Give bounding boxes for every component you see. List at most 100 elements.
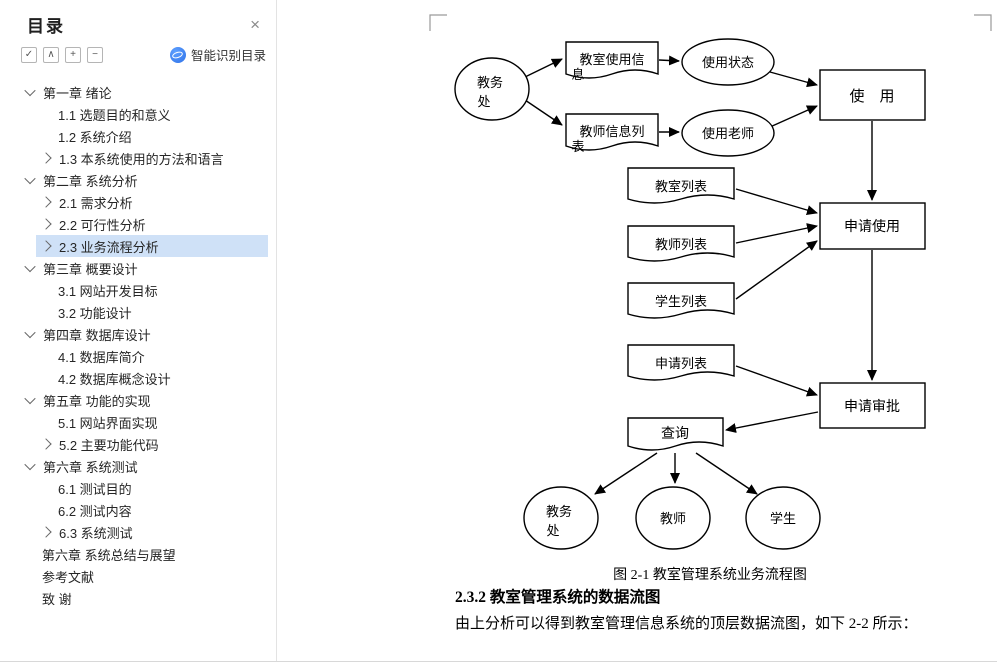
chevron-right-icon[interactable] — [40, 240, 52, 252]
node-label: 教师信息列 — [579, 124, 644, 139]
chevron-down-icon[interactable] — [24, 458, 36, 471]
toc-item-3-2[interactable]: 3.2 功能设计 — [0, 301, 276, 323]
node-doc-teacher-list — [627, 225, 735, 262]
chevron-placeholder — [42, 133, 49, 140]
page-corner-mark — [974, 14, 992, 31]
toc-item-2-3-selected[interactable]: 2.3 业务流程分析 — [0, 235, 276, 257]
toc-item-label: 第四章 数据库设计 — [43, 327, 151, 343]
figure-caption: 图 2-1 教室管理系统业务流程图 — [613, 568, 807, 583]
flow-arrow — [725, 411, 819, 433]
toc-item-6-2[interactable]: 6.2 测试内容 — [0, 499, 276, 521]
flow-arrow — [524, 58, 563, 78]
toc-item-5-1[interactable]: 5.1 网站界面实现 — [0, 411, 276, 433]
chevron-placeholder — [26, 595, 33, 602]
toc-item-label: 1.2 系统介绍 — [58, 129, 132, 145]
toc-item-chapter4[interactable]: 第四章 数据库设计 — [0, 323, 276, 345]
toc-item-label: 第六章 系统测试 — [43, 459, 138, 475]
chevron-placeholder — [42, 353, 49, 360]
toc-item-4-1[interactable]: 4.1 数据库简介 — [0, 345, 276, 367]
toc-item-1-1[interactable]: 1.1 选题目的和意义 — [0, 103, 276, 125]
toc-item-1-3[interactable]: 1.3 本系统使用的方法和语言 — [0, 147, 276, 169]
flow-arrow — [735, 365, 818, 397]
toc-header: 目录 × — [0, 0, 276, 37]
node-academic-office-top — [454, 57, 530, 121]
toc-item-3-1[interactable]: 3.1 网站开发目标 — [0, 279, 276, 301]
toc-item-label: 第五章 功能的实现 — [43, 393, 151, 409]
node-teacher — [635, 486, 711, 550]
toc-item-acknowledgement[interactable]: 致 谢 — [0, 587, 276, 609]
toc-item-label: 参考文献 — [42, 569, 95, 585]
toc-item-label: 2.1 需求分析 — [59, 195, 133, 211]
chevron-placeholder — [42, 507, 49, 514]
smart-toc-button[interactable]: 智能识别目录 — [169, 45, 266, 64]
toc-list: 第一章 绪论 1.1 选题目的和意义 1.2 系统介绍 1.3 本系统使用的方法… — [0, 81, 276, 609]
body-paragraph: 由上分析可以得到教室管理信息系统的顶层数据流图，如下 2-2 所示： — [455, 616, 918, 632]
node-doc-apply-list — [627, 344, 735, 381]
toc-item-6-3[interactable]: 6.3 系统测试 — [0, 521, 276, 543]
toc-item-chapter5[interactable]: 第五章 功能的实现 — [0, 389, 276, 411]
toc-item-1-2[interactable]: 1.2 系统介绍 — [0, 125, 276, 147]
chevron-placeholder — [42, 287, 49, 294]
chevron-placeholder — [42, 419, 49, 426]
section-heading: 2.3.2 教室管理系统的数据流图 — [455, 589, 661, 606]
chevron-placeholder — [42, 485, 49, 492]
node-label: 教室列表 — [655, 179, 707, 194]
toc-item-2-1[interactable]: 2.1 需求分析 — [0, 191, 276, 213]
toc-item-references[interactable]: 参考文献 — [0, 565, 276, 587]
chevron-right-icon[interactable] — [40, 438, 52, 450]
toc-item-label: 2.3 业务流程分析 — [59, 239, 159, 255]
toc-item-4-2[interactable]: 4.2 数据库概念设计 — [0, 367, 276, 389]
chevron-right-icon[interactable] — [40, 196, 52, 208]
page-corner-mark — [429, 14, 447, 31]
toc-sidebar: 目录 × ✓ ∧ + − 智能识别目录 第一章 绪论 1.1 选题目的和意义 — [0, 0, 277, 661]
toc-item-6-1[interactable]: 6.1 测试目的 — [0, 477, 276, 499]
flow-arrow — [769, 71, 818, 88]
toc-item-chapter1[interactable]: 第一章 绪论 — [0, 81, 276, 103]
toc-item-2-2[interactable]: 2.2 可行性分析 — [0, 213, 276, 235]
chevron-placeholder — [26, 551, 33, 558]
toc-toolbar: ✓ ∧ + − 智能识别目录 — [21, 46, 266, 63]
chevron-placeholder — [42, 111, 49, 118]
chevron-up-icon[interactable]: ∧ — [43, 46, 59, 63]
chevron-right-icon[interactable] — [40, 152, 52, 164]
node-label: 使 用 — [849, 88, 894, 105]
node-label: 使用状态 — [702, 55, 754, 70]
close-icon[interactable]: × — [250, 15, 260, 34]
chevron-down-icon[interactable] — [24, 326, 36, 339]
chevron-down-icon[interactable] — [24, 84, 36, 97]
toc-item-label: 2.2 可行性分析 — [59, 217, 146, 233]
chevron-down-icon[interactable] — [24, 260, 36, 273]
chevron-down-icon[interactable] — [24, 392, 36, 405]
node-label: 处 — [477, 94, 490, 109]
minus-icon[interactable]: − — [87, 46, 103, 63]
node-academic-office-bottom — [523, 486, 599, 550]
flow-arrow — [524, 99, 563, 126]
plus-icon[interactable]: + — [65, 46, 81, 63]
flow-arrow — [695, 452, 758, 495]
toc-item-5-2[interactable]: 5.2 主要功能代码 — [0, 433, 276, 455]
flow-arrow — [594, 452, 658, 495]
toc-title: 目录 — [27, 17, 65, 36]
node-label: 表 — [571, 139, 584, 154]
node-label: 申请列表 — [655, 356, 707, 371]
toc-item-label: 第三章 概要设计 — [43, 261, 138, 277]
toc-item-chapter6[interactable]: 第六章 系统测试 — [0, 455, 276, 477]
node-usage-status — [681, 38, 775, 86]
toc-item-summary[interactable]: 第六章 系统总结与展望 — [0, 543, 276, 565]
node-label: 学生 — [770, 511, 796, 526]
chevron-right-icon[interactable] — [40, 526, 52, 538]
chevron-down-icon[interactable] — [24, 172, 36, 185]
node-student — [745, 486, 821, 550]
chevron-placeholder — [26, 573, 33, 580]
node-label: 教师 — [660, 511, 686, 526]
node-doc-room-list — [627, 167, 735, 204]
chevron-right-icon[interactable] — [40, 218, 52, 230]
node-use — [819, 69, 926, 121]
toc-item-chapter3[interactable]: 第三章 概要设计 — [0, 257, 276, 279]
toc-item-chapter2[interactable]: 第二章 系统分析 — [0, 169, 276, 191]
node-doc-student-list — [627, 282, 735, 319]
checkbox-icon[interactable]: ✓ — [21, 46, 37, 63]
node-label: 查询 — [661, 426, 689, 442]
chevron-placeholder — [42, 309, 49, 316]
